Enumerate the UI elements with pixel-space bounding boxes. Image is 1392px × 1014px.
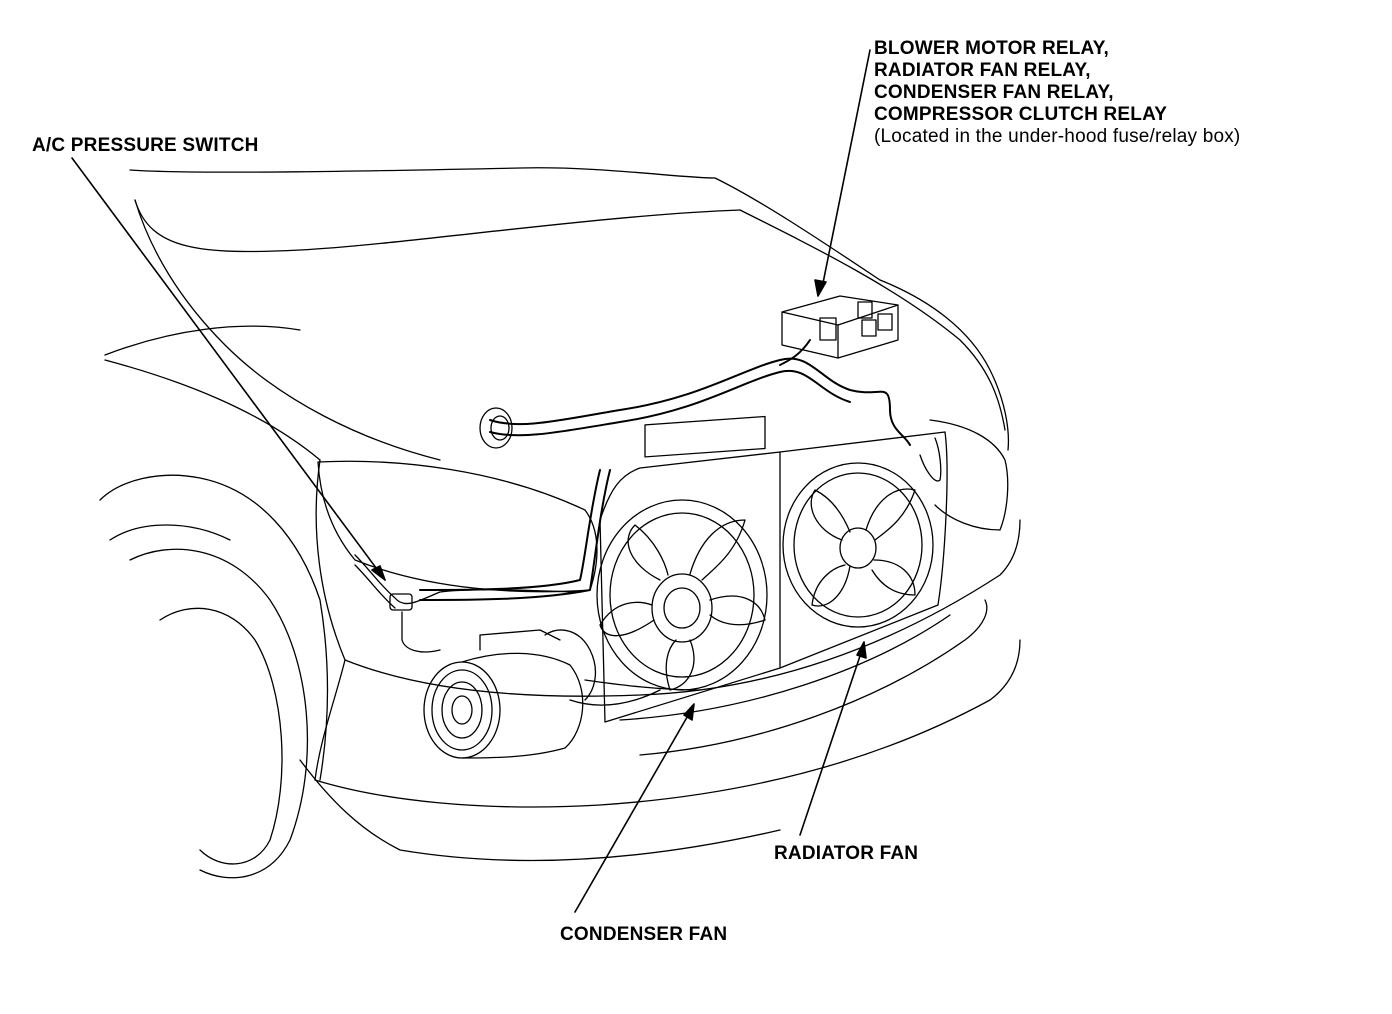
radiator-fan-blade-1 [865, 488, 916, 541]
relay-3 [861, 319, 877, 337]
radiator-fan-blade-3 [811, 564, 851, 607]
tire-outer [129, 548, 309, 879]
label-relays: BLOWER MOTOR RELAY, RADIATOR FAN RELAY, … [874, 38, 1240, 148]
wiring-grommet [479, 407, 513, 449]
relay-2 [857, 301, 873, 319]
radiator-fan-blade-2 [871, 559, 916, 596]
label-condenser-fan: CONDENSER FAN [560, 924, 728, 945]
fender-top [104, 359, 321, 461]
label-compressor-clutch-relay: COMPRESSOR CLUTCH RELAY [874, 104, 1168, 125]
hood-right-crease [739, 209, 1006, 431]
label-ac-pressure-switch: A/C PRESSURE SWITCH [32, 135, 259, 156]
bumper-grille-lower [639, 599, 988, 756]
label-radiator-fan: RADIATOR FAN [774, 843, 919, 864]
label-blower-motor-relay: BLOWER MOTOR RELAY, [874, 38, 1109, 59]
bumper-grille-upper [619, 614, 951, 721]
shroud-label-plate [644, 415, 766, 458]
leader-radiator-fan-arrow [856, 641, 867, 659]
fuse-relay-box [781, 295, 899, 359]
headlight-right [929, 419, 1009, 531]
leader-lines [71, 49, 871, 913]
fan-shroud [599, 415, 948, 723]
leader-radiator-fan [799, 649, 863, 836]
condenser-fan-blade-3 [665, 639, 695, 691]
radiator-fan-blade-4 [810, 489, 851, 541]
leader-ac-pressure-switch-arrow [371, 565, 386, 581]
hood-front-outer [879, 279, 1010, 451]
wheel-arch [99, 474, 329, 781]
condenser-fan-blade-1 [689, 519, 746, 581]
bumper-lower [314, 639, 1021, 808]
bumper-bottom [299, 759, 781, 862]
condenser-fan [596, 499, 768, 691]
condenser-fan-blade-4 [599, 601, 655, 637]
headlight-left [317, 460, 598, 593]
hood-windshield-corner [714, 177, 881, 281]
tire-inner [159, 607, 283, 865]
condenser-fan-blade-2 [709, 595, 766, 626]
leader-condenser-fan [574, 711, 691, 913]
ac-pressure-switch [354, 554, 576, 653]
label-radiator-fan-relay: RADIATOR FAN RELAY, [874, 60, 1091, 81]
hood-left-edge [134, 199, 441, 461]
hood-left-panel [104, 325, 301, 356]
condenser-fan-blade-5 [627, 524, 669, 581]
wiring-harness [419, 339, 911, 601]
car-body [99, 167, 1021, 879]
ac-compressor [423, 629, 701, 759]
hood-rear-inner [134, 199, 741, 253]
fender-front-edge [314, 459, 346, 781]
leader-condenser-fan-arrow [683, 703, 695, 721]
relay-4 [877, 313, 893, 331]
label-condenser-fan-relay: CONDENSER FAN RELAY, [874, 82, 1114, 103]
relay-1 [819, 317, 837, 341]
leader-relays-arrow [814, 279, 827, 297]
radiator-fan [782, 462, 934, 628]
tire-tread [109, 524, 231, 541]
leader-relays [821, 49, 871, 289]
leader-ac-pressure-switch [71, 157, 386, 581]
hood-rear-edge [129, 167, 716, 179]
bumper-upper [344, 519, 1021, 697]
label-relay-location-note: (Located in the under-hood fuse/relay bo… [874, 126, 1241, 147]
